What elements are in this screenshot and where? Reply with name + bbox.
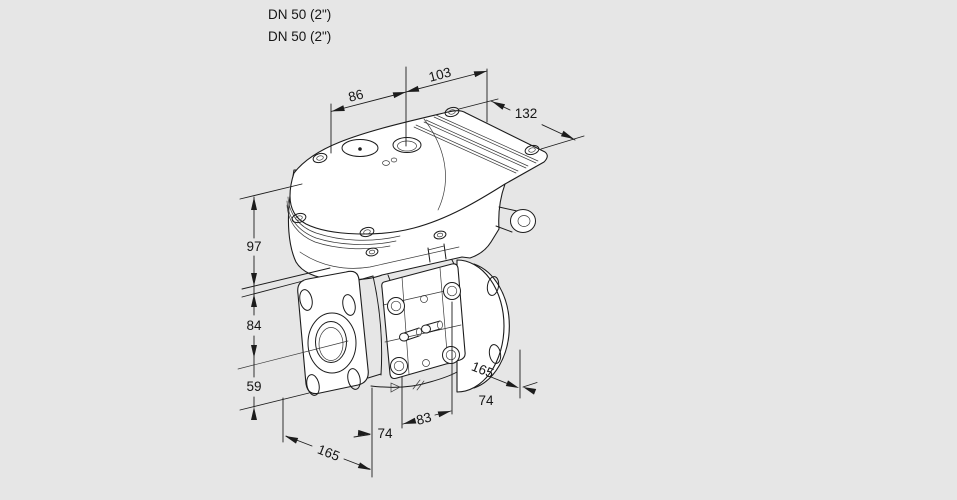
marking-slashes — [412, 379, 425, 391]
valve-underside — [370, 371, 458, 388]
cable-gland — [495, 206, 536, 233]
dim-bottom-right-offset-label: 74 — [478, 393, 494, 408]
valve-body-drawing — [237, 259, 510, 396]
flange-centerline — [237, 340, 349, 370]
vent-hole — [382, 160, 390, 166]
block-bolts — [387, 282, 461, 375]
dim-side-upper-label: 97 — [246, 239, 261, 254]
vent-hole — [390, 157, 398, 163]
actuator-drawing — [286, 106, 548, 284]
dim-bottom-left-offset-label: 74 — [377, 426, 393, 441]
flange-bolt-holes — [299, 289, 361, 396]
pressure-test-nipples — [399, 320, 443, 342]
valve-centre-block — [381, 263, 466, 393]
flow-direction-mark — [390, 382, 401, 393]
front-flange — [237, 270, 383, 396]
dim-side-lower-label: 59 — [246, 379, 261, 394]
cover-screws — [291, 106, 540, 257]
dim-depth-label: 132 — [515, 106, 538, 121]
dim-bottom-left-total-label: 165 — [315, 442, 341, 464]
position-indicator — [341, 139, 379, 157]
size-label-line1: DN 50 (2") — [268, 7, 331, 22]
flange-bore — [315, 321, 347, 363]
dim-top-right-label: 103 — [427, 65, 453, 85]
cooling-grooves — [413, 114, 539, 174]
size-label-line2: DN 50 (2") — [268, 29, 331, 44]
actuator-shaft-port — [392, 137, 422, 153]
flange-bore-outer — [307, 312, 357, 374]
rear-flange — [456, 259, 510, 393]
dim-bottom-centre-label: 83 — [415, 409, 433, 427]
dim-side-middle-label: 84 — [246, 318, 262, 333]
size-designation: DN 50 (2") DN 50 (2") — [268, 7, 331, 44]
dim-top-left-label: 86 — [347, 86, 365, 104]
dimension-annotations: 86 103 132 97 84 59 165 — [239, 65, 585, 478]
